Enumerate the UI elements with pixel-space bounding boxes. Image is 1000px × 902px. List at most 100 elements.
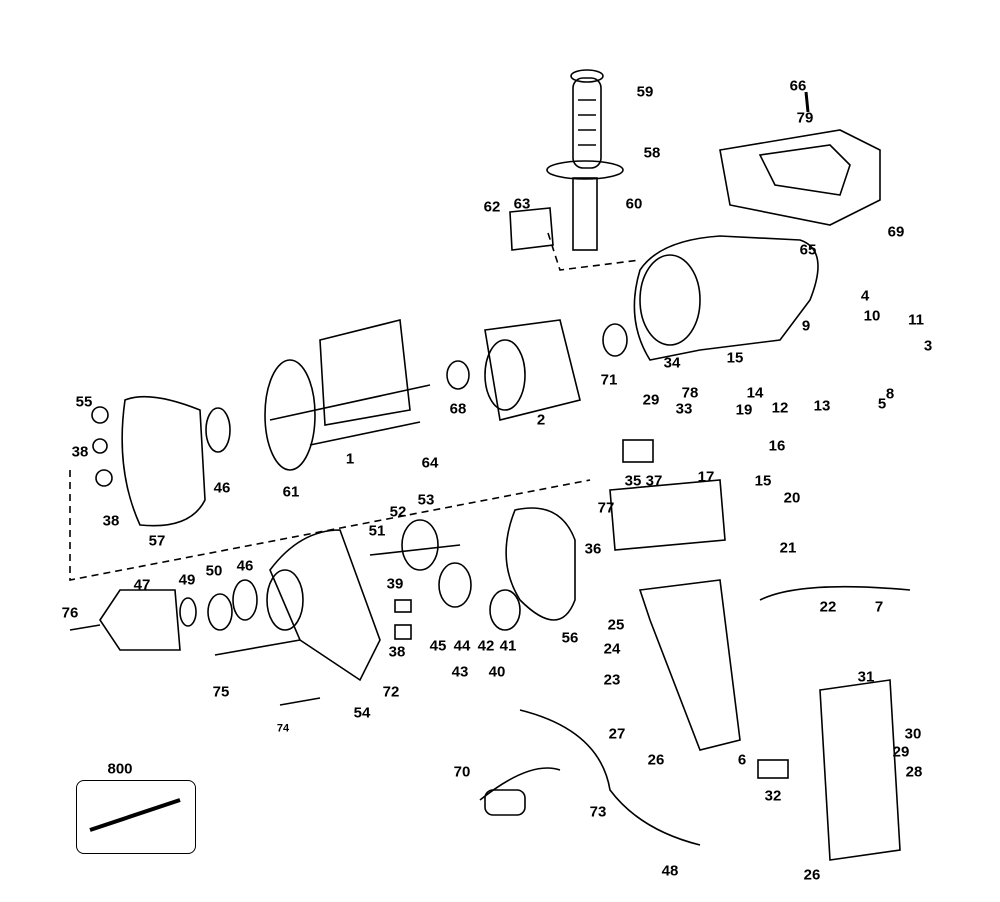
part-label-74: 74 [276,722,290,735]
part-label-33: 33 [675,400,693,418]
part-label-58: 58 [643,144,661,162]
part-label-12: 12 [771,399,789,417]
handle-half [638,579,741,751]
cord-guard [759,585,911,601]
part-label-16: 16 [768,437,786,455]
brush-holder [757,759,789,779]
gear-case [269,529,381,682]
nameplate [509,207,554,251]
kit-label: 800 [107,760,133,778]
bearing-71 [602,323,628,357]
part-label-77: 77 [597,499,615,517]
part-label-13: 13 [813,397,831,415]
chuck [99,589,181,651]
part-label-65: 65 [799,241,817,259]
part-label-43: 43 [451,663,469,681]
part-label-38: 38 [71,443,89,461]
cord [519,709,701,846]
part-label-73: 73 [589,803,607,821]
part-label-44: 44 [453,637,471,655]
part-label-72: 72 [382,683,400,701]
part-label-55: 55 [75,393,93,411]
part-label-17: 17 [697,468,715,486]
part-label-51: 51 [368,522,386,540]
part-label-64: 64 [421,454,439,472]
part-label-60: 60 [625,195,643,213]
part-label-45: 45 [429,637,447,655]
part-label-66: 66 [789,77,807,95]
part-label-34: 34 [663,354,681,372]
part-label-19: 19 [735,401,753,419]
gasket [505,507,576,621]
switch [622,439,654,463]
part-label-38: 38 [388,643,406,661]
part-label-42: 42 [477,637,495,655]
part-label-14: 14 [746,384,764,402]
part-label-46: 46 [213,479,231,497]
part-label-35: 35 [624,472,642,490]
bearing-46 [205,407,231,453]
part-label-5: 5 [877,395,887,413]
part-label-41: 41 [499,637,517,655]
part-label-36: 36 [584,540,602,558]
part-label-57: 57 [148,532,166,550]
part-label-54: 54 [353,704,371,722]
part-label-79: 79 [796,109,814,127]
part-label-28: 28 [905,763,923,781]
part-label-3: 3 [923,337,933,355]
part-label-15: 15 [754,472,772,490]
part-label-49: 49 [178,571,196,589]
part-label-30: 30 [904,725,922,743]
part-label-8: 8 [885,385,895,403]
part-label-10: 10 [863,307,881,325]
part-label-1: 1 [345,450,355,468]
part-label-59: 59 [636,83,654,101]
part-label-32: 32 [764,787,782,805]
part-label-29: 29 [892,743,910,761]
part-label-4: 4 [860,287,870,305]
part-label-27: 27 [608,725,626,743]
part-label-24: 24 [603,640,621,658]
part-label-47: 47 [133,576,151,594]
part-label-70: 70 [453,763,471,781]
part-label-53: 53 [417,491,435,509]
plug [484,789,526,816]
handle-top [609,479,726,551]
part-label-6: 6 [737,751,747,769]
part-label-48: 48 [661,862,679,880]
part-label-20: 20 [783,489,801,507]
side-handle [546,69,624,251]
part-label-56: 56 [561,629,579,647]
part-label-76: 76 [61,604,79,622]
part-label-50: 50 [205,562,223,580]
part-label-26: 26 [803,866,821,884]
part-label-15: 15 [726,349,744,367]
part-label-75: 75 [212,683,230,701]
part-label-62: 62 [483,198,501,216]
field-coil [484,319,581,421]
top-cover [719,91,881,226]
motor-housing [633,235,819,361]
part-label-78: 78 [681,384,699,402]
end-plate [121,395,206,527]
bearing-68 [446,360,470,390]
part-label-23: 23 [603,671,621,689]
part-label-26: 26 [647,751,665,769]
part-label-22: 22 [819,598,837,616]
part-label-52: 52 [389,503,407,521]
part-label-69: 69 [887,223,905,241]
part-label-68: 68 [449,400,467,418]
handle-half-2 [819,679,901,861]
part-label-7: 7 [874,598,884,616]
part-label-11: 11 [908,311,924,329]
part-label-38: 38 [102,512,120,530]
part-label-29: 29 [642,391,660,409]
part-label-39: 39 [386,575,404,593]
armature [264,319,431,471]
kit-800-box [76,780,196,854]
part-label-9: 9 [801,317,811,335]
part-label-25: 25 [607,616,625,634]
screw-64 [309,421,421,446]
